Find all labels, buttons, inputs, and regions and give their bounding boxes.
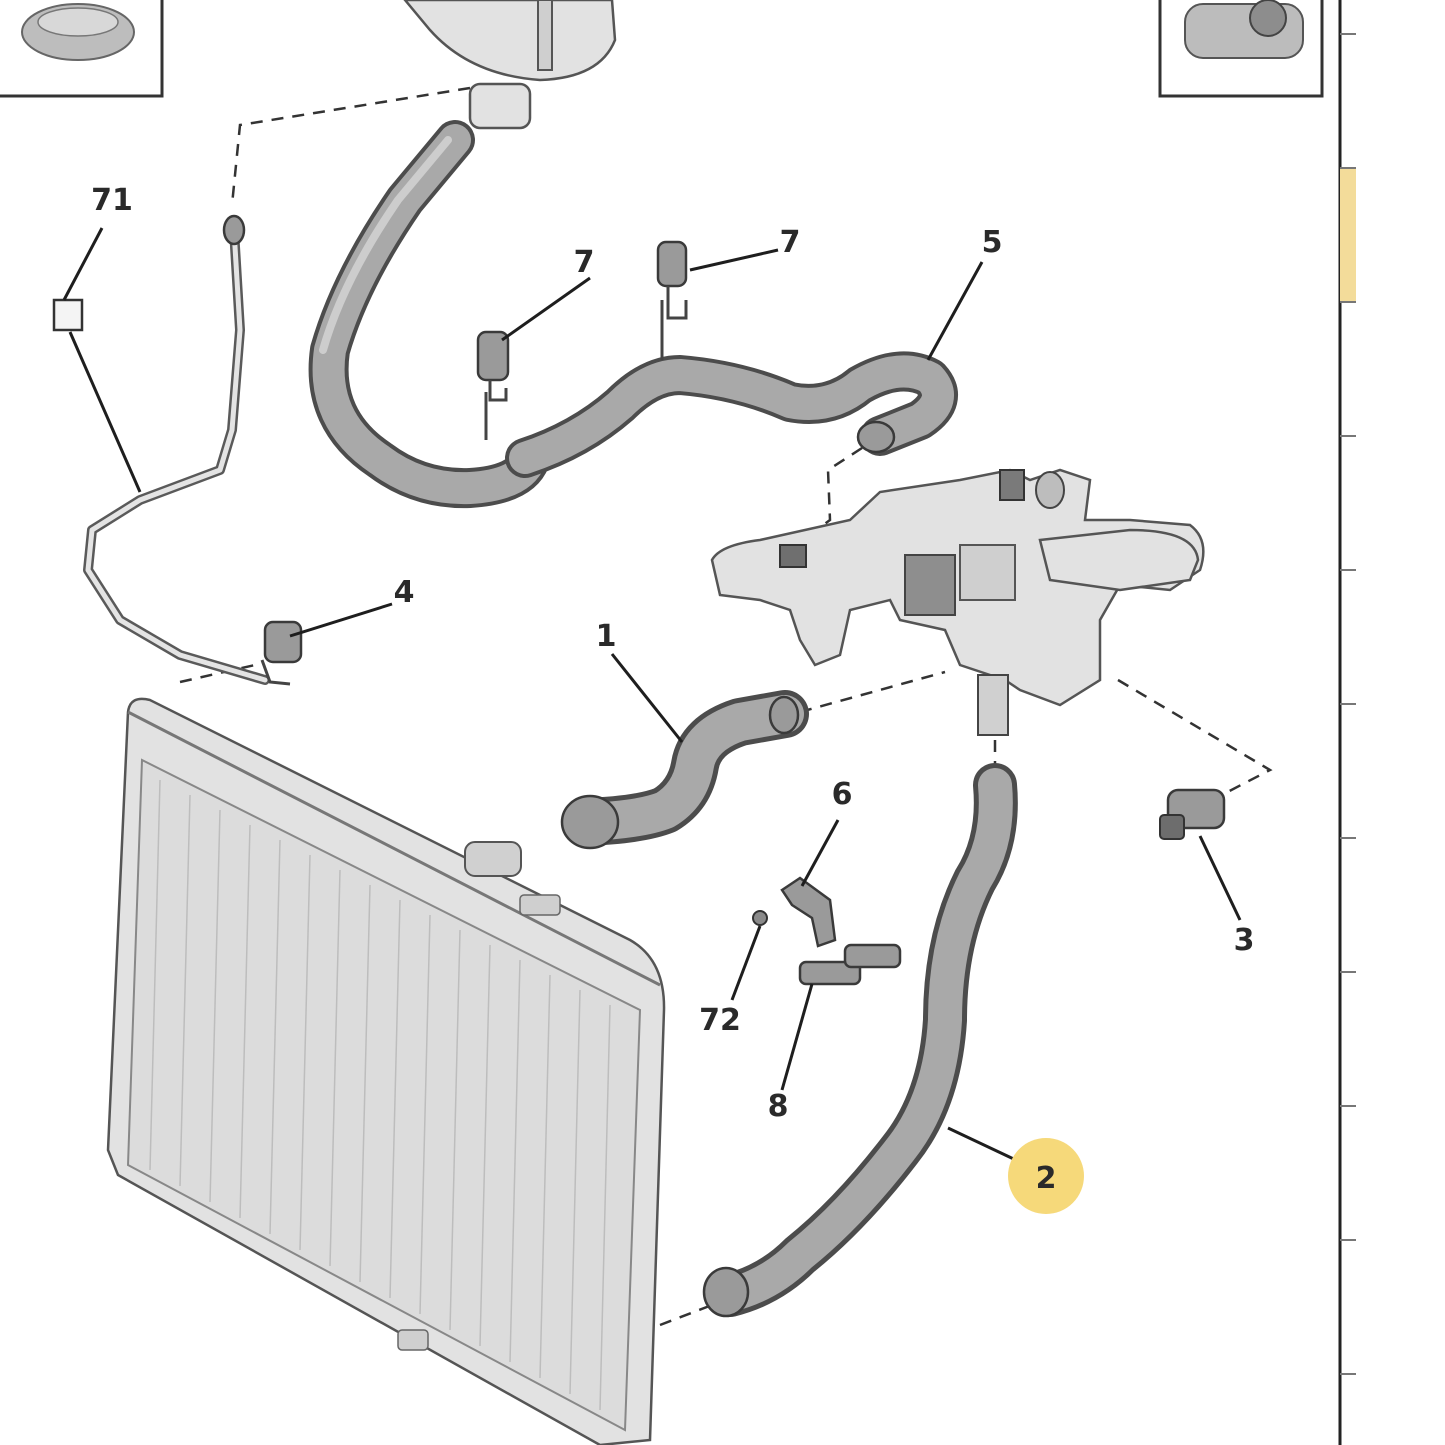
inset-box-top-left[interactable] [0,0,164,98]
page-edge-ruler [1338,0,1356,1445]
sensor-3[interactable] [1159,788,1226,840]
radiator[interactable] [106,697,666,1445]
bleed-pipe[interactable] [83,214,270,685]
washer-72[interactable] [752,910,768,926]
callout-2[interactable]: 2 [1036,1161,1057,1196]
callout-8[interactable]: 8 [768,1089,789,1124]
clip-7-left[interactable] [476,330,510,440]
highlight-circle [1008,1138,1084,1214]
clip-4[interactable] [260,620,303,686]
radiator-core-fins [149,779,611,1411]
hose-1[interactable] [560,690,809,850]
callout-5[interactable]: 5 [982,225,1003,260]
hose-5[interactable] [505,351,958,478]
bracket-6[interactable] [780,876,837,948]
callout-6[interactable]: 6 [832,777,853,812]
callout-71[interactable]: 71 [91,183,133,218]
callout-72[interactable]: 72 [699,1003,741,1038]
thermostat-housing[interactable] [710,468,1205,736]
hose-2[interactable] [702,763,1018,1318]
inset-box-top-right[interactable] [1158,0,1324,98]
callout-1[interactable]: 1 [596,619,617,654]
callout-4[interactable]: 4 [394,575,415,610]
fitting-8[interactable] [798,943,902,986]
callout-3[interactable]: 3 [1234,923,1255,958]
clip-7-right[interactable] [656,240,688,360]
clip-71[interactable] [52,298,84,332]
expansion-tank[interactable] [403,0,617,130]
tank-hose[interactable] [308,120,550,509]
callout-labels: 71 7 7 5 4 1 6 72 8 3 2 [91,183,1254,1196]
leader-lines [62,227,1242,1164]
callout-7-right[interactable]: 7 [780,225,801,260]
callout-7-left[interactable]: 7 [574,245,595,280]
